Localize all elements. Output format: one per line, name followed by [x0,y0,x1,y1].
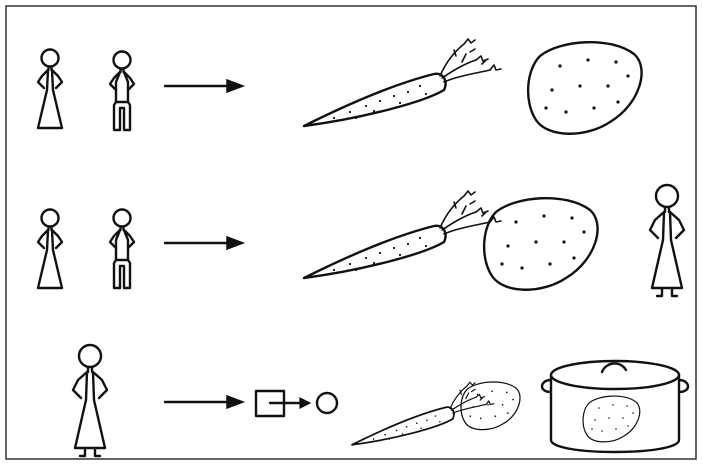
man-figure [110,210,134,289]
transform-symbol [256,391,337,416]
arrow-icon [165,80,243,92]
carrot-icon [352,382,494,445]
diagram-border [6,6,696,459]
potato-icon [461,382,520,430]
potato-icon [528,42,641,134]
cooking-pot-icon [542,361,688,452]
potato-icon [484,198,597,290]
woman-figure [650,185,684,296]
row-3 [73,345,688,456]
row-1 [38,39,642,134]
arrow-icon [165,396,243,408]
carrot-icon [304,191,501,278]
woman-figure [73,345,107,456]
man-figure [110,52,134,131]
arrow-icon [165,237,243,249]
woman-figure [38,210,62,289]
woman-figure [38,50,62,129]
row-2 [38,185,684,296]
carrot-icon [304,39,501,126]
